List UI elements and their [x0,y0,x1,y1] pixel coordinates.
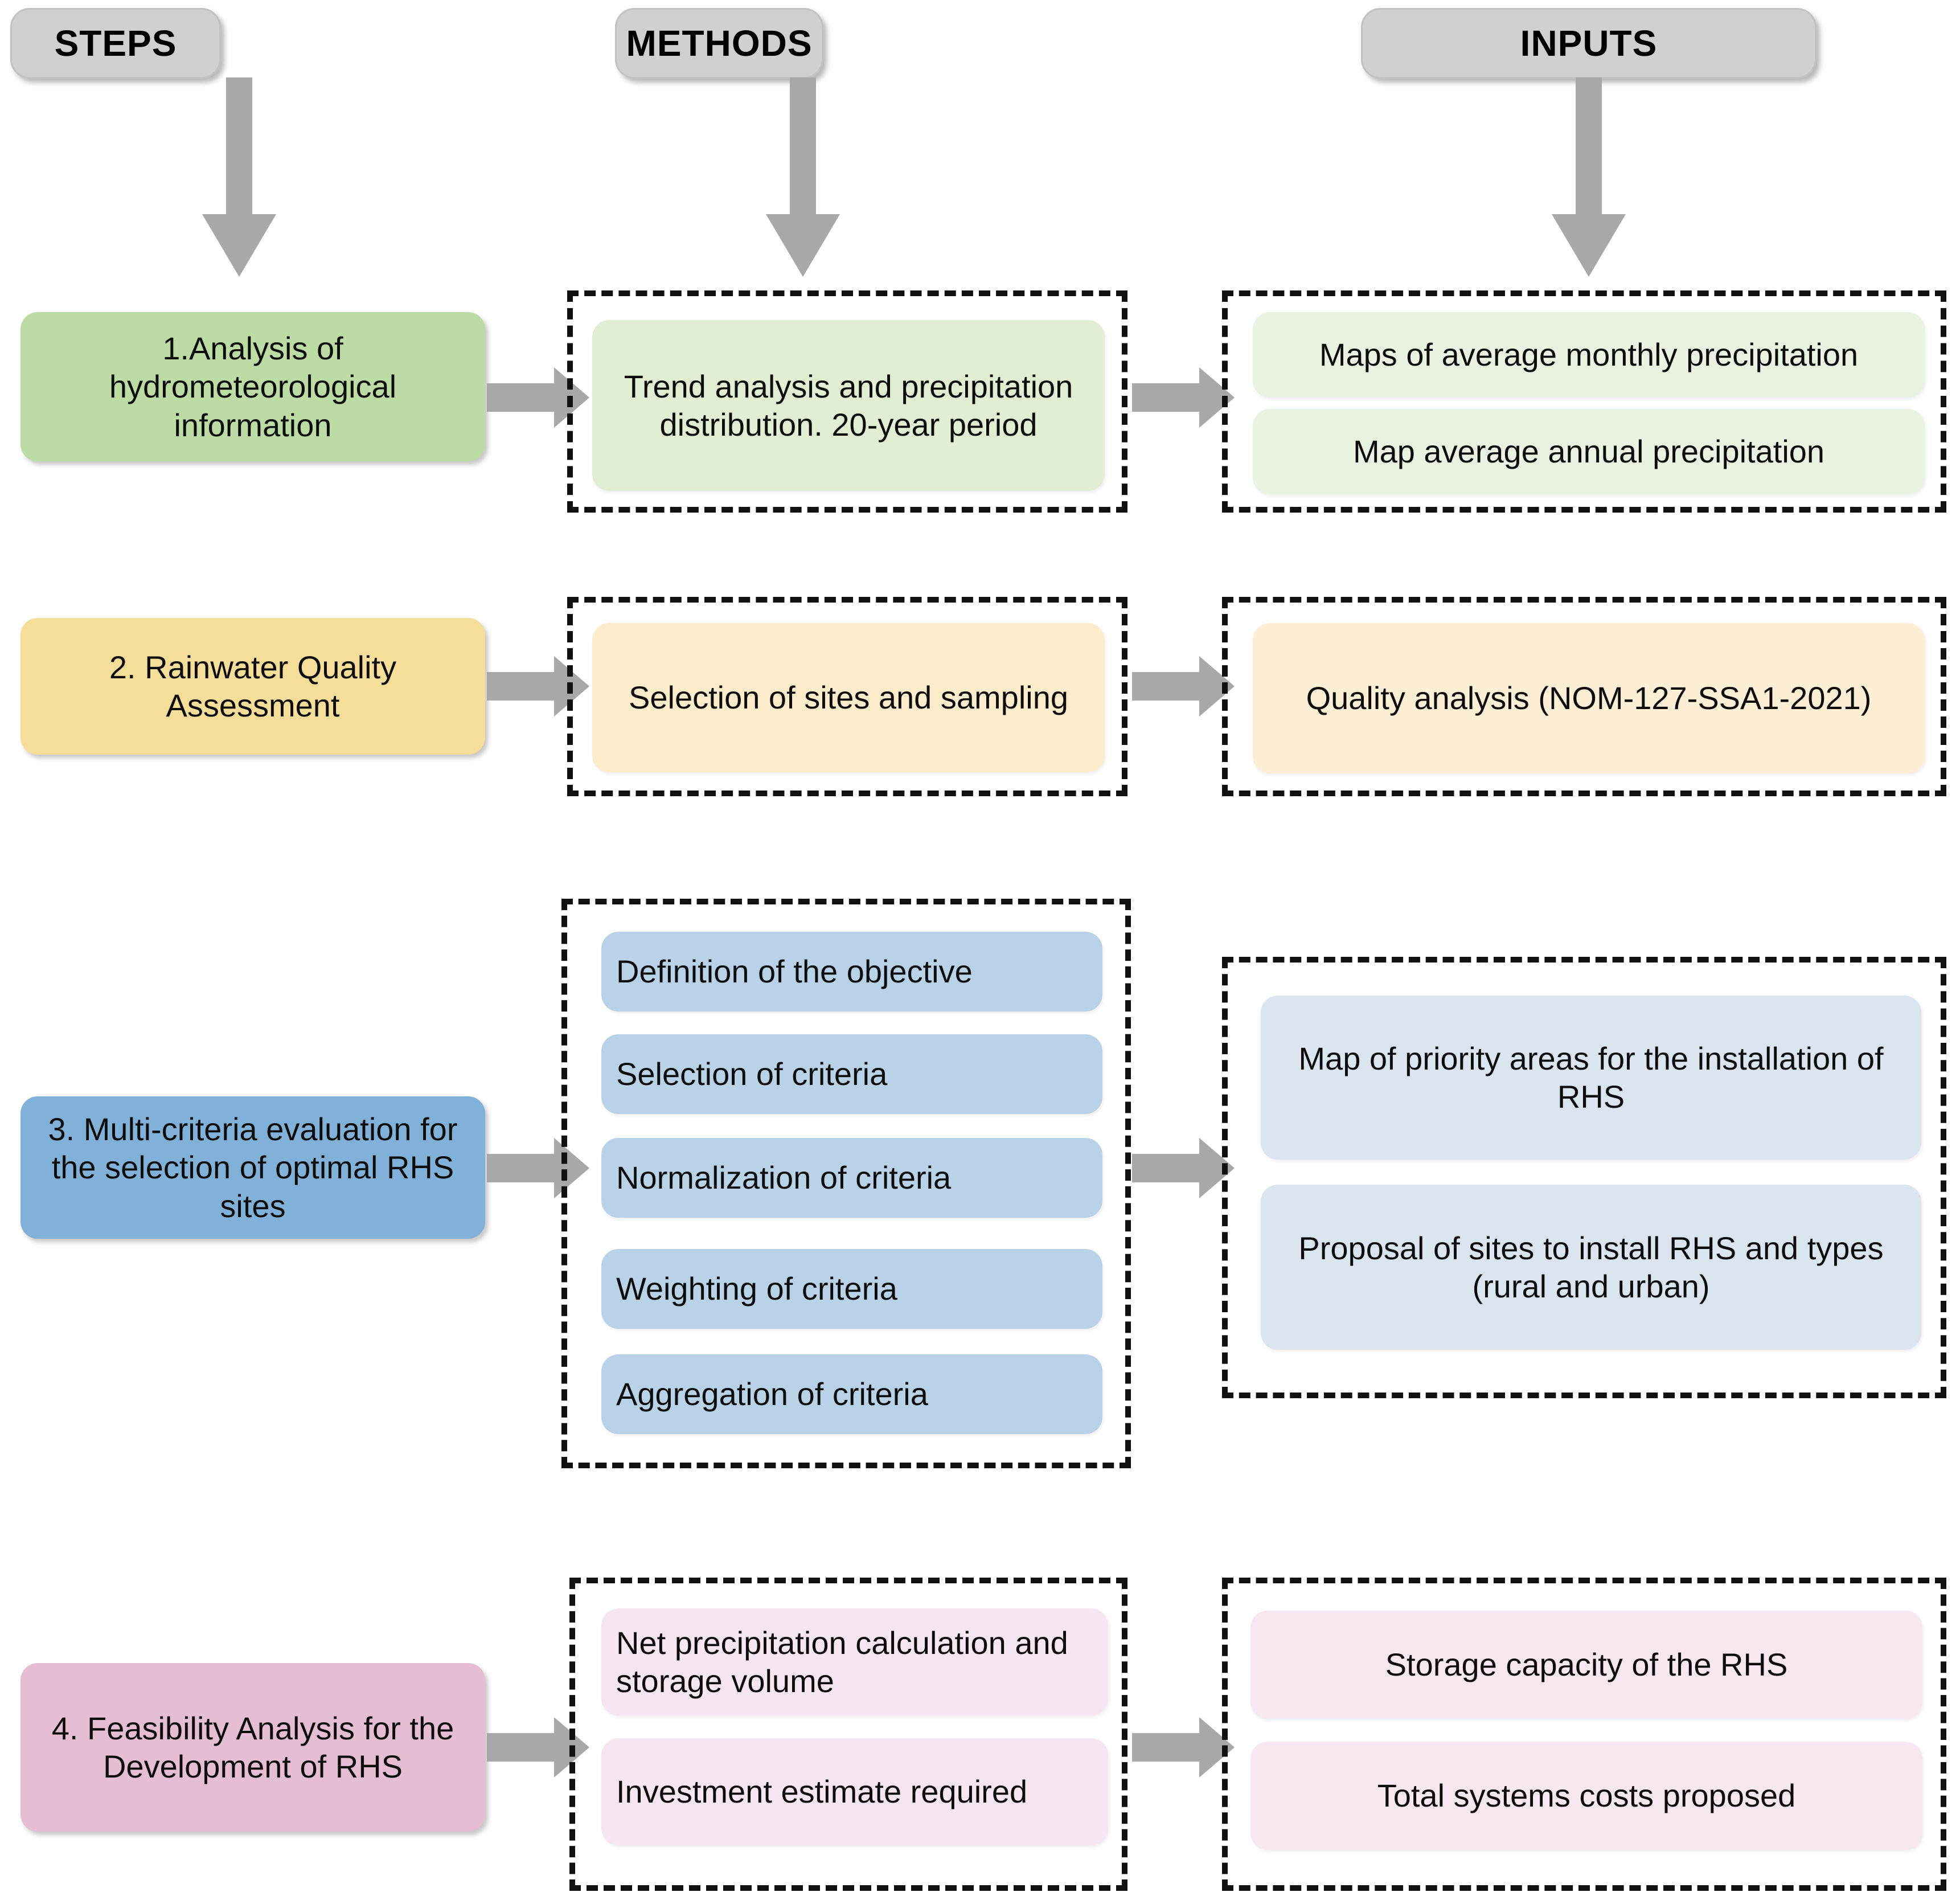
input-card-row-1-0[interactable]: Maps of average monthly precipitation [1253,312,1925,398]
methods-group-row-3: Definition of the objective Selection of… [561,899,1131,1468]
method-card-row-3-4[interactable]: Aggregation of criteria [601,1354,1102,1434]
input-card-row-3-1-label: Proposal of sites to install RHS and typ… [1298,1230,1884,1304]
step-card-row-3[interactable]: 3. Multi-criteria evaluation for the sel… [20,1096,485,1239]
column-header-methods-label: METHODS [626,23,813,64]
inputs-group-row-3: Map of priority areas for the installati… [1222,957,1946,1398]
inputs-group-row-4: Storage capacity of the RHS Total system… [1222,1578,1946,1891]
step-card-row-4[interactable]: 4. Feasibility Analysis for the Developm… [20,1663,485,1832]
arrow-right-row-1-step-to-method [487,367,589,428]
step-card-row-1[interactable]: 1.Analysis of hydrometeorological inform… [20,312,485,461]
arrow-down-inputs [1552,77,1626,277]
input-card-row-4-0[interactable]: Storage capacity of the RHS [1250,1611,1922,1719]
method-card-row-3-1[interactable]: Selection of criteria [601,1034,1102,1114]
method-card-row-3-3[interactable]: Weighting of criteria [601,1249,1102,1329]
arrow-right-row-2-method-to-input [1132,656,1235,716]
inputs-group-row-2: Quality analysis (NOM-127-SSA1-2021) [1222,597,1946,796]
method-card-row-3-3-label: Weighting of criteria [616,1271,897,1307]
arrow-right-row-4-step-to-method [487,1717,589,1778]
method-card-row-3-2-label: Normalization of criteria [616,1160,952,1196]
method-card-row-4-0-label: Net precipitation calculation and storag… [616,1624,1068,1699]
step-card-row-3-label: 3. Multi-criteria evaluation for the sel… [48,1111,458,1224]
method-card-row-3-4-label: Aggregation of criteria [616,1376,928,1412]
input-card-row-1-1[interactable]: Map average annual precipitation [1253,409,1925,494]
input-card-row-4-1[interactable]: Total systems costs proposed [1250,1742,1922,1850]
method-card-row-4-1-label: Investment estimate required [616,1774,1028,1810]
method-card-row-1-0[interactable]: Trend analysis and precipitation distrib… [592,320,1105,491]
methods-group-row-4: Net precipitation calculation and storag… [569,1578,1127,1891]
method-card-row-4-0[interactable]: Net precipitation calculation and storag… [601,1608,1108,1715]
step-card-row-1-label: 1.Analysis of hydrometeorological inform… [109,330,397,443]
methods-group-row-2: Selection of sites and sampling [567,597,1127,796]
input-card-row-2-0-label: Quality analysis (NOM-127-SSA1-2021) [1306,680,1872,716]
input-card-row-1-1-label: Map average annual precipitation [1352,433,1825,470]
step-card-row-2-label: 2. Rainwater Quality Assessment [109,649,397,723]
method-card-row-3-2[interactable]: Normalization of criteria [601,1138,1102,1218]
method-card-row-3-1-label: Selection of criteria [616,1056,888,1092]
input-card-row-3-0[interactable]: Map of priority areas for the installati… [1261,996,1921,1160]
column-header-inputs: INPUTS [1361,8,1817,79]
method-card-row-2-0-label: Selection of sites and sampling [629,679,1068,716]
arrow-right-row-3-method-to-input [1132,1138,1235,1198]
arrow-down-steps [202,77,276,277]
input-card-row-2-0[interactable]: Quality analysis (NOM-127-SSA1-2021) [1253,623,1925,773]
input-card-row-3-0-label: Map of priority areas for the installati… [1298,1040,1884,1115]
arrow-right-row-1-method-to-input [1132,367,1235,428]
arrow-right-row-4-method-to-input [1132,1717,1235,1778]
column-header-steps: STEPS [10,8,221,79]
methods-group-row-1: Trend analysis and precipitation distrib… [567,290,1127,513]
column-header-steps-label: STEPS [54,23,177,64]
method-card-row-3-0-label: Definition of the objective [616,953,973,990]
arrow-right-row-2-step-to-method [487,656,589,716]
input-card-row-1-0-label: Maps of average monthly precipitation [1319,337,1859,373]
input-card-row-3-1[interactable]: Proposal of sites to install RHS and typ… [1261,1185,1921,1350]
column-header-inputs-label: INPUTS [1520,23,1658,64]
inputs-group-row-1: Maps of average monthly precipitation Ma… [1222,290,1946,513]
method-card-row-4-1[interactable]: Investment estimate required [601,1738,1108,1845]
method-card-row-3-0[interactable]: Definition of the objective [601,932,1102,1011]
input-card-row-4-1-label: Total systems costs proposed [1377,1778,1796,1814]
column-header-methods: METHODS [615,8,823,79]
method-card-row-1-0-label: Trend analysis and precipitation distrib… [624,368,1073,443]
method-card-row-2-0[interactable]: Selection of sites and sampling [592,623,1105,772]
arrow-down-methods [766,77,840,277]
step-card-row-2[interactable]: 2. Rainwater Quality Assessment [20,618,485,755]
input-card-row-4-0-label: Storage capacity of the RHS [1385,1647,1788,1683]
step-card-row-4-label: 4. Feasibility Analysis for the Developm… [51,1710,454,1784]
